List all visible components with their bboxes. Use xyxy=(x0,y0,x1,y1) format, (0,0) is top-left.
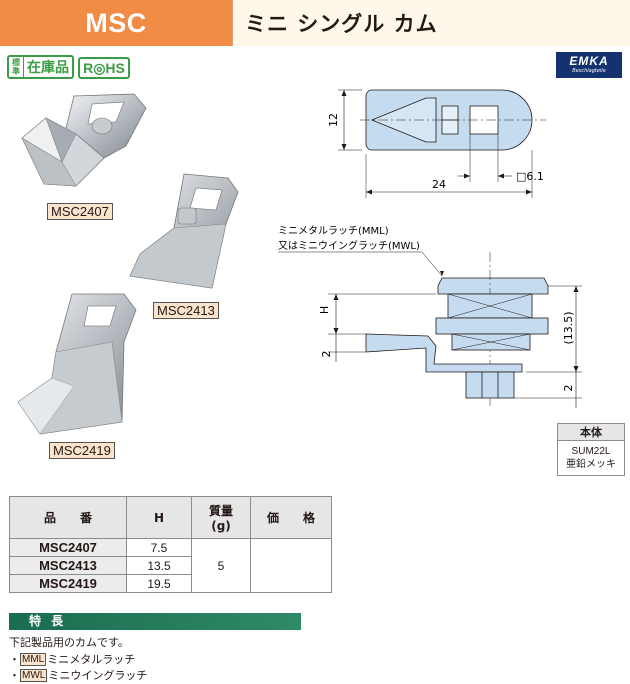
spec-part-number: MSC2419 xyxy=(9,574,127,593)
standard-stock-small-text: 標 準 xyxy=(9,57,24,77)
feature-code-mml: MML xyxy=(20,652,47,666)
material-table: 本体 SUM22L 亜鉛メッキ xyxy=(557,423,625,476)
feature-item-mml: ・ MML ミニメタルラッチ xyxy=(9,652,136,666)
spec-weight-value: 5 xyxy=(191,538,251,593)
dim-2-left: 2 xyxy=(320,351,333,358)
rohs-badge: R◎HS xyxy=(78,57,130,79)
emka-logo: EMKA Beschlagteile xyxy=(556,52,622,78)
standard-stock-badge: 標 準 在庫品 xyxy=(7,55,74,79)
emka-logo-tagline: Beschlagteile xyxy=(572,68,606,74)
product-label-msc2407: MSC2407 xyxy=(47,203,113,220)
dim-height-12: 12 xyxy=(327,113,340,127)
spec-table: 品 番 H 質量 (g) 価 格 MSC2407 7.5 5 MSC2413 1… xyxy=(9,496,332,593)
table-row: MSC2419 19.5 xyxy=(9,574,332,593)
table-row: MSC2413 13.5 xyxy=(9,556,332,575)
standard-stock-label: 在庫品 xyxy=(27,60,69,76)
product-label-msc2413: MSC2413 xyxy=(153,302,219,319)
features-heading: 特 長 xyxy=(9,613,301,630)
drawing-side-view: ミニメタルラッチ(MML) 又はミニウイングラッチ(MWL) xyxy=(278,225,582,408)
spec-header-price: 価 格 xyxy=(250,496,332,539)
product-label-msc2419: MSC2419 xyxy=(49,442,115,459)
material-table-header: 本体 xyxy=(557,423,625,441)
dim-2-right: 2 xyxy=(562,385,575,392)
spec-h-value: 7.5 xyxy=(126,538,192,557)
latch-note-line-2: 又はミニウイングラッチ(MWL) xyxy=(278,239,420,252)
dim-width-24: 24 xyxy=(432,178,446,191)
latch-note-line-1: ミニメタルラッチ(MML) xyxy=(278,225,389,237)
spec-header-weight: 質量 (g) xyxy=(191,496,251,539)
material-finish: 亜鉛メッキ xyxy=(566,459,616,470)
material-table-body: SUM22L 亜鉛メッキ xyxy=(557,440,625,476)
spec-part-number: MSC2413 xyxy=(9,556,127,575)
table-row: MSC2407 7.5 5 xyxy=(9,538,332,593)
spec-h-value: 19.5 xyxy=(126,574,192,593)
features-intro: 下記製品用のカムです。 xyxy=(9,636,129,649)
spec-price-value xyxy=(250,538,332,593)
spec-h-value: 13.5 xyxy=(126,556,192,575)
dim-square-6-1: □6.1 xyxy=(516,170,544,183)
product-photo-msc2419 xyxy=(17,293,137,435)
product-photo-msc2413 xyxy=(129,173,239,289)
product-photo-msc2407 xyxy=(21,93,147,187)
feature-item-mwl: ・ MWL ミニウイングラッチ xyxy=(9,668,148,682)
emka-logo-name: EMKA xyxy=(569,54,609,68)
drawing-top-view: 12 24 □6.1 xyxy=(327,89,546,198)
feature-code-mwl: MWL xyxy=(20,668,48,682)
spec-header-h: H xyxy=(126,496,192,539)
spec-header-part: 品 番 xyxy=(9,496,127,539)
material-name: SUM22L xyxy=(571,446,611,457)
product-title: ミニ シングル カム xyxy=(232,0,630,46)
spec-part-number: MSC2407 xyxy=(9,538,127,557)
dim-13-5: (13.5) xyxy=(562,311,575,344)
model-code: MSC xyxy=(0,0,232,46)
header-bar: MSC ミニ シングル カム xyxy=(0,0,630,46)
dim-h: H xyxy=(318,306,331,314)
